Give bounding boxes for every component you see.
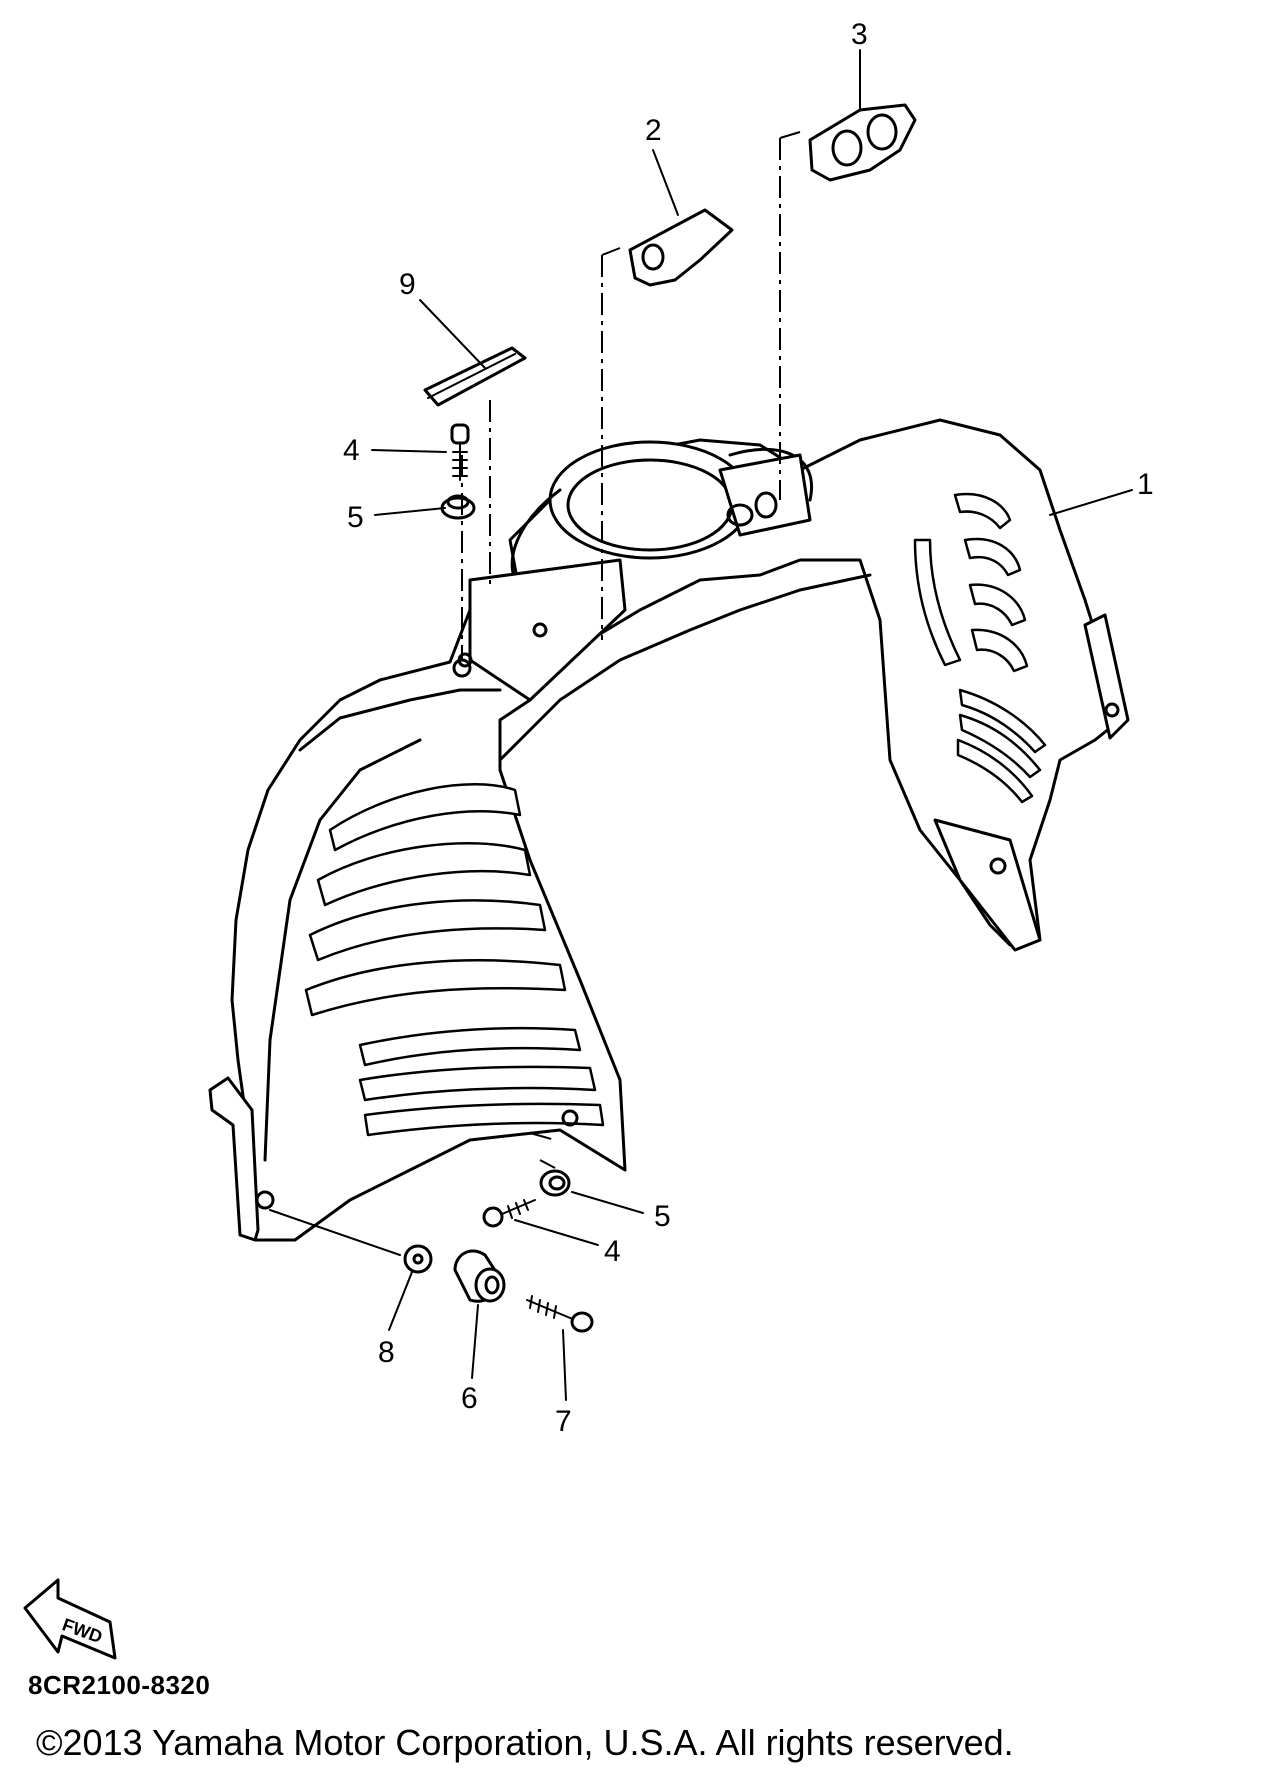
- bracket-2-hole: [641, 243, 665, 271]
- callout-5-upper: 5: [347, 501, 364, 534]
- callout-9: 9: [399, 268, 416, 301]
- screw-part-7: [526, 1295, 594, 1333]
- callout-5-lower: 5: [654, 1200, 671, 1233]
- copyright-notice: ©2013 Yamaha Motor Corporation, U.S.A. A…: [36, 1722, 1014, 1763]
- washer-part-8: [403, 1244, 433, 1274]
- callout-2: 2: [645, 114, 662, 147]
- grommet-part-5-upper: [440, 494, 476, 520]
- main-cover-part-1: [208, 418, 1130, 1242]
- callout-6: 6: [461, 1382, 478, 1415]
- bolt-part-4-upper: [450, 423, 470, 481]
- pad-9-edge: [427, 353, 516, 399]
- bracket-3-hole-right: [866, 113, 898, 151]
- callout-8: 8: [378, 1336, 395, 1369]
- bracket-3-hole-left: [831, 129, 863, 167]
- callout-3: 3: [851, 18, 868, 51]
- callout-4-upper: 4: [343, 434, 360, 467]
- bracket-part-2: [628, 208, 734, 287]
- fwd-arrow-icon: FWD: [23, 1578, 117, 1660]
- callout-4-lower: 4: [604, 1235, 621, 1268]
- grommet-part-5-lower: [539, 1169, 571, 1197]
- assembly-lines: [269, 131, 801, 1256]
- leader-lines: [371, 49, 1133, 1401]
- damper-part-6: [453, 1249, 506, 1303]
- callout-1: 1: [1137, 468, 1154, 501]
- bracket-part-3: [808, 103, 917, 182]
- callout-7: 7: [555, 1405, 572, 1438]
- bolt-part-4-lower: [482, 1199, 536, 1228]
- part-code: 8CR2100-8320: [28, 1670, 211, 1700]
